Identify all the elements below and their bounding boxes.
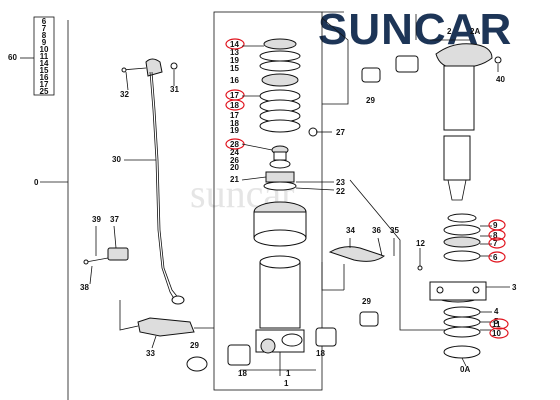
legend-box-items: 6 7 8 9 10 11 14 15 16 17 25 xyxy=(40,17,49,96)
legend-item: 10 xyxy=(40,45,49,54)
label-11: 11 xyxy=(492,320,501,329)
highlight-14 xyxy=(225,38,245,50)
legend-item: 16 xyxy=(40,73,49,82)
label-33: 33 xyxy=(146,349,155,358)
label-10: 10 xyxy=(492,329,501,338)
legend-item: 6 xyxy=(42,17,47,26)
label-17-b: 17 xyxy=(230,111,239,120)
label-4: 4 xyxy=(494,307,499,316)
label-1: 1 xyxy=(286,369,291,378)
bracket-34 xyxy=(328,246,386,262)
legend-item: 25 xyxy=(40,87,49,96)
highlight-7 xyxy=(488,237,506,249)
ring-29 xyxy=(361,67,381,83)
legend-item: 15 xyxy=(40,66,49,75)
clamp-block xyxy=(107,247,129,261)
label-30: 30 xyxy=(112,155,121,164)
label-5: 5 xyxy=(494,317,499,326)
highlight-10 xyxy=(489,327,509,339)
label-2a: 2A xyxy=(470,27,480,36)
label-37: 37 xyxy=(110,215,119,224)
label-40: 40 xyxy=(496,75,505,84)
bushing-18a xyxy=(227,344,251,366)
label-3: 3 xyxy=(512,283,517,292)
highlight-18 xyxy=(225,99,245,111)
label-16: 16 xyxy=(230,76,239,85)
label-1-b: 1 xyxy=(284,379,289,388)
center-labels: 14 13 19 15 16 17 18 17 18 19 28 24 26 2… xyxy=(230,40,239,184)
seal-stack xyxy=(259,38,301,133)
label-20: 20 xyxy=(230,163,239,172)
label-13: 13 xyxy=(230,48,239,57)
legend-box xyxy=(33,16,55,96)
bushing-18b xyxy=(315,327,337,347)
pipe-fitting xyxy=(145,58,163,77)
label-26: 26 xyxy=(230,156,239,165)
label-0a: 0A xyxy=(460,365,470,374)
label-7: 7 xyxy=(493,239,498,248)
label-39: 39 xyxy=(92,215,101,224)
label-34: 34 xyxy=(346,226,355,235)
label-17: 17 xyxy=(230,91,239,100)
center-frame xyxy=(213,11,323,391)
nut-21 xyxy=(265,171,295,183)
label-38: 38 xyxy=(80,283,89,292)
label-6: 6 xyxy=(493,253,498,262)
label-18: 18 xyxy=(230,101,239,110)
label-15: 15 xyxy=(230,64,239,73)
label-36: 36 xyxy=(372,226,381,235)
label-0: 0 xyxy=(34,178,39,187)
legend-item: 17 xyxy=(40,80,49,89)
label-31: 31 xyxy=(170,85,179,94)
label-29-mid: 29 xyxy=(362,297,371,306)
legend-item: 9 xyxy=(42,38,47,47)
label-23: 23 xyxy=(336,178,345,187)
label-19: 19 xyxy=(230,56,239,65)
label-18-c: 18 xyxy=(230,119,239,128)
label-22: 22 xyxy=(336,187,345,196)
label-29-bottom-left: 29 xyxy=(190,341,199,350)
label-18-right: 18 xyxy=(316,349,325,358)
label-14: 14 xyxy=(230,40,239,49)
rod-eye xyxy=(435,43,493,69)
legend-item: 14 xyxy=(40,59,49,68)
legend-item: 11 xyxy=(40,52,49,61)
ring-29-mid xyxy=(359,311,379,327)
label-21: 21 xyxy=(230,175,239,184)
label-27: 27 xyxy=(336,128,345,137)
legend-item: 7 xyxy=(42,24,47,33)
bushing-3 xyxy=(395,55,419,73)
clamp-33 xyxy=(137,317,195,337)
highlight-11 xyxy=(489,318,509,330)
label-9: 9 xyxy=(493,221,498,230)
highlight-6 xyxy=(488,251,506,263)
label-32: 32 xyxy=(120,90,129,99)
label-60: 60 xyxy=(8,53,17,62)
label-19-b: 19 xyxy=(230,126,239,135)
label-29-top: 29 xyxy=(366,96,375,105)
piston-rod xyxy=(443,65,475,131)
label-2: 2 xyxy=(447,27,452,36)
legend-item: 8 xyxy=(42,31,47,40)
label-12: 12 xyxy=(416,239,425,248)
cylinder-barrel xyxy=(259,261,301,329)
label-18-bottom: 18 xyxy=(238,369,247,378)
highlight-8 xyxy=(488,229,506,241)
label-28: 28 xyxy=(230,140,239,149)
label-8: 8 xyxy=(493,231,498,240)
label-24: 24 xyxy=(230,148,239,157)
label-35: 35 xyxy=(390,226,399,235)
